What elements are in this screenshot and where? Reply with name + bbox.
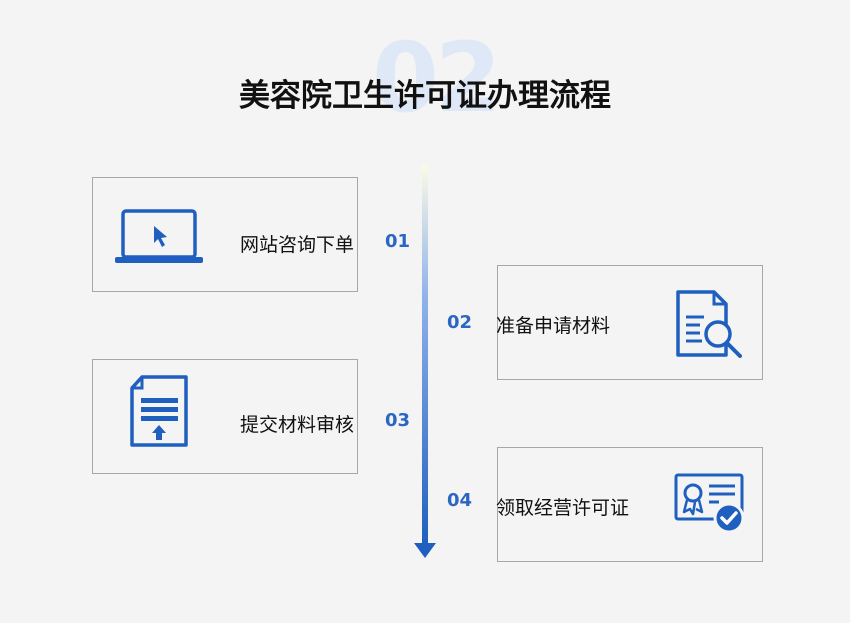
document-search-icon xyxy=(676,290,742,358)
step-number-4: 04 xyxy=(447,490,473,511)
step-number-2: 02 xyxy=(447,312,473,333)
step-label-4: 领取经营许可证 xyxy=(496,497,630,519)
step-label-3: 提交材料审核 xyxy=(240,414,355,436)
step-card-1 xyxy=(92,177,358,292)
step-label-2: 准备申请材料 xyxy=(496,315,611,337)
step-number-3: 03 xyxy=(385,410,411,431)
step-card-4 xyxy=(497,447,763,562)
background-step-number: 02 xyxy=(372,22,502,134)
timeline-arrow xyxy=(414,165,436,558)
page-title: 美容院卫生许可证办理流程 xyxy=(239,78,611,114)
step-number-1: 01 xyxy=(385,231,411,252)
step-label-1: 网站咨询下单 xyxy=(240,234,355,256)
certificate-check-icon xyxy=(674,473,745,534)
document-upload-icon xyxy=(130,375,188,447)
laptop-cursor-icon xyxy=(115,209,203,263)
step-card-3 xyxy=(92,359,358,474)
